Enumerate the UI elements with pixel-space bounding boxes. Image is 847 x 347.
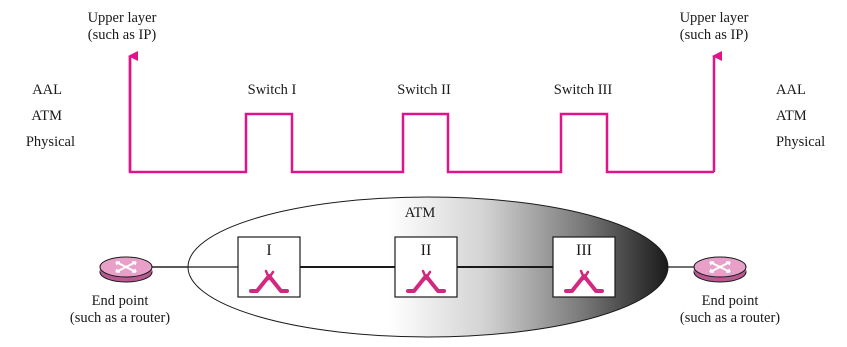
endpoint-left-label-line1: End point — [92, 293, 149, 309]
switch-icon — [564, 269, 604, 293]
switch-title-1: Switch I — [248, 82, 297, 98]
switch-box-2[interactable]: II — [394, 236, 458, 298]
upper-layer-left-line1: Upper layer — [88, 10, 157, 26]
layer-path-main — [128, 56, 714, 174]
switch-title-3: Switch III — [554, 82, 613, 98]
layer-label-right-atm: ATM — [776, 108, 807, 124]
endpoint-router-left[interactable] — [99, 256, 153, 283]
layer-label-right-physical: Physical — [776, 134, 825, 150]
upper-layer-right-line2: (such as IP) — [680, 27, 749, 43]
switch-icon — [249, 269, 289, 293]
layer-label-left-atm: ATM — [31, 108, 62, 124]
upper-layer-right-line1: Upper layer — [680, 10, 749, 26]
layer-label-right-aal: AAL — [776, 82, 806, 98]
router-icon — [115, 261, 137, 273]
switch-box-3[interactable]: III — [552, 236, 616, 298]
layer-label-left-physical: Physical — [26, 134, 75, 150]
router-icon — [709, 261, 731, 273]
switch-box-label-1: I — [266, 242, 271, 259]
atm-network-label: ATM — [405, 205, 436, 221]
endpoint-router-right[interactable] — [693, 256, 747, 283]
endpoint-left-label-line2: (such as a router) — [70, 310, 170, 326]
switch-box-1[interactable]: I — [237, 236, 301, 298]
switch-title-2: Switch II — [397, 82, 451, 98]
layer-label-left-aal: AAL — [32, 82, 62, 98]
switch-box-label-2: II — [421, 242, 432, 259]
endpoint-right-label-line1: End point — [702, 293, 759, 309]
upper-layer-left-line2: (such as IP) — [88, 27, 157, 43]
switch-box-label-3: III — [576, 242, 592, 259]
endpoint-right-label-line2: (such as a router) — [680, 310, 780, 326]
switch-icon — [406, 269, 446, 293]
